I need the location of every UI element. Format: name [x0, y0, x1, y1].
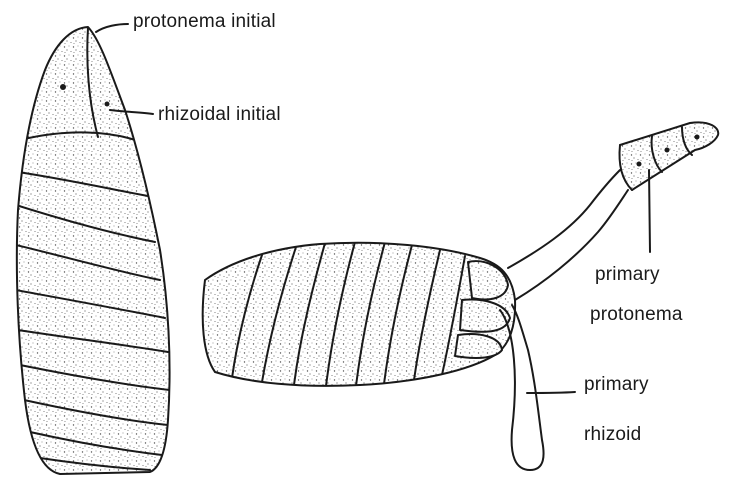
label-primary-protonema-line2: protonema [590, 304, 683, 325]
nucleus-dot [695, 135, 700, 140]
label-primary-rhizoid-line2: rhizoid [584, 424, 641, 445]
label-primary-rhizoid-line1: primary [584, 374, 649, 395]
right-spore [203, 242, 515, 386]
nucleus-dot [665, 148, 670, 153]
nucleus-dot [105, 102, 110, 107]
label-rhizoidal-initial: rhizoidal initial [158, 104, 281, 125]
label-protonema-initial: protonema initial [133, 11, 276, 32]
left-spore [16, 27, 170, 474]
nucleus-dot [637, 162, 642, 167]
nucleus-dot [60, 84, 66, 90]
label-primary-protonema-line1: primary [595, 264, 660, 285]
